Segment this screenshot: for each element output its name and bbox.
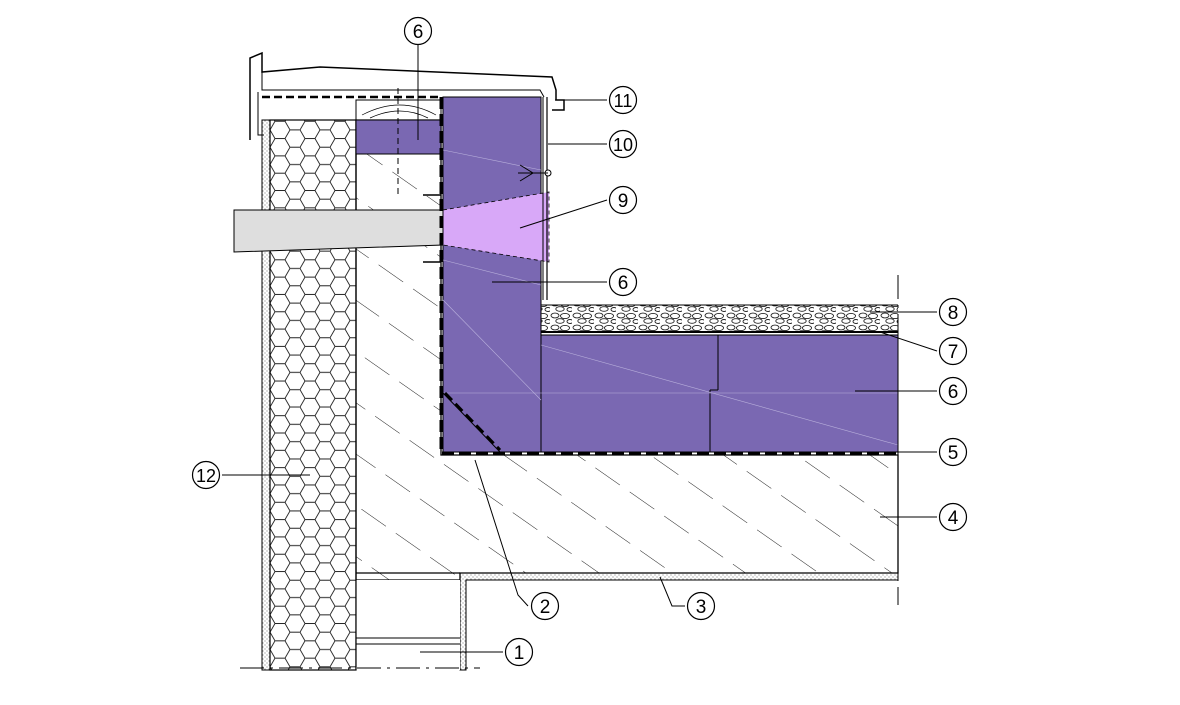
leader-lines <box>222 44 938 653</box>
gravel-ballast <box>541 304 898 331</box>
callout-6-top: 6 <box>403 16 433 46</box>
callout-label: 3 <box>696 597 707 618</box>
callout-label: 5 <box>948 443 959 464</box>
drain-pipe <box>233 209 444 253</box>
membrane-fixings <box>423 194 441 263</box>
callout-12: 12 <box>191 460 221 490</box>
callout-10: 10 <box>608 129 638 159</box>
callout-4: 4 <box>938 502 968 532</box>
callout-6-right: 6 <box>938 376 968 406</box>
section-break-lines <box>240 275 899 669</box>
callout-6-middle: 6 <box>608 267 638 297</box>
callout-11: 11 <box>608 85 638 115</box>
metal-cladding <box>518 97 552 300</box>
callout-label: 6 <box>618 273 629 294</box>
callout-8: 8 <box>938 297 968 327</box>
callout-label: 6 <box>413 22 424 43</box>
corner-fillet <box>442 391 502 453</box>
callout-2: 2 <box>530 591 560 621</box>
callout-label: 12 <box>196 466 216 486</box>
callout-label: 4 <box>948 508 959 529</box>
callout-9: 9 <box>608 185 638 215</box>
callout-label: 8 <box>948 303 959 324</box>
facade-insulation <box>261 119 357 671</box>
callout-label: 10 <box>613 135 633 155</box>
callout-5: 5 <box>938 437 968 467</box>
parapet-coping <box>249 51 565 195</box>
callout-label: 1 <box>514 643 525 664</box>
window-frame <box>355 580 460 670</box>
callout-3: 3 <box>686 591 716 621</box>
callout-label: 2 <box>540 597 551 618</box>
callout-1: 1 <box>504 637 534 667</box>
callout-label: 11 <box>614 91 633 111</box>
callout-label: 9 <box>618 191 629 212</box>
callout-label: 6 <box>948 382 959 403</box>
callout-7: 7 <box>938 336 968 366</box>
callout-label: 7 <box>948 342 959 363</box>
